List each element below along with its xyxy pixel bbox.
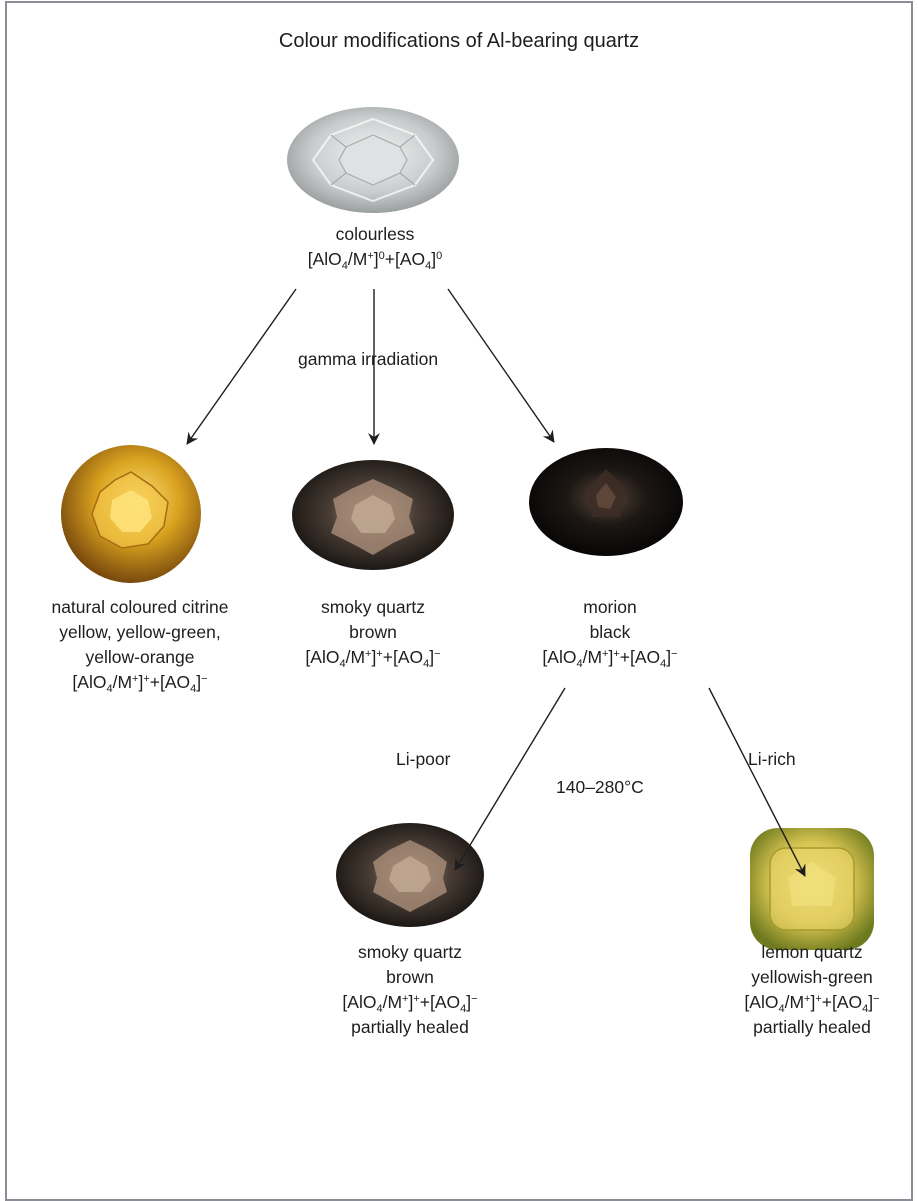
smoky-healed-formula: [AlO4/M+]++[AO4]− <box>305 990 515 1015</box>
colourless-formula: [AlO4/M+]0+[AO4]0 <box>225 247 525 272</box>
morion-line-2: black <box>505 620 715 645</box>
citrine-line-3: yellow-orange <box>10 645 270 670</box>
smoky-formula: [AlO4/M+]++[AO4]− <box>268 645 478 670</box>
citrine-line-2: yellow, yellow-green, <box>10 620 270 645</box>
arrow-to-smoky-healed <box>455 688 565 870</box>
lemon-node-label: lemon quartz yellowish-green [AlO4/M+]++… <box>712 940 912 1040</box>
arrow-to-morion <box>448 289 554 442</box>
morion-line-1: morion <box>505 595 715 620</box>
temperature-label: 140–280°C <box>556 777 644 798</box>
lemon-extra: partially healed <box>712 1015 912 1040</box>
morion-node-label: morion black [AlO4/M+]++[AO4]− <box>505 595 715 670</box>
colourless-name: colourless <box>225 222 525 247</box>
morion-formula: [AlO4/M+]++[AO4]− <box>505 645 715 670</box>
li-rich-label: Li-rich <box>748 749 796 770</box>
smoky-line-2: brown <box>268 620 478 645</box>
smoky-healed-node-label: smoky quartz brown [AlO4/M+]++[AO4]− par… <box>305 940 515 1040</box>
arrow-to-lemon <box>709 688 805 876</box>
smoky-healed-line-1: smoky quartz <box>305 940 515 965</box>
colourless-node-label: colourless [AlO4/M+]0+[AO4]0 <box>225 222 525 272</box>
citrine-formula: [AlO4/M+]++[AO4]− <box>10 670 270 695</box>
lemon-formula: [AlO4/M+]++[AO4]− <box>712 990 912 1015</box>
arrow-to-citrine <box>187 289 296 444</box>
li-poor-label: Li-poor <box>396 749 450 770</box>
lemon-line-1: lemon quartz <box>712 940 912 965</box>
citrine-node-label: natural coloured citrine yellow, yellow-… <box>10 595 270 695</box>
citrine-line-1: natural coloured citrine <box>10 595 270 620</box>
smoky-healed-line-2: brown <box>305 965 515 990</box>
smoky-node-label: smoky quartz brown [AlO4/M+]++[AO4]− <box>268 595 478 670</box>
gamma-irradiation-label: gamma irradiation <box>298 349 438 370</box>
lemon-line-2: yellowish-green <box>712 965 912 990</box>
smoky-healed-extra: partially healed <box>305 1015 515 1040</box>
smoky-line-1: smoky quartz <box>268 595 478 620</box>
